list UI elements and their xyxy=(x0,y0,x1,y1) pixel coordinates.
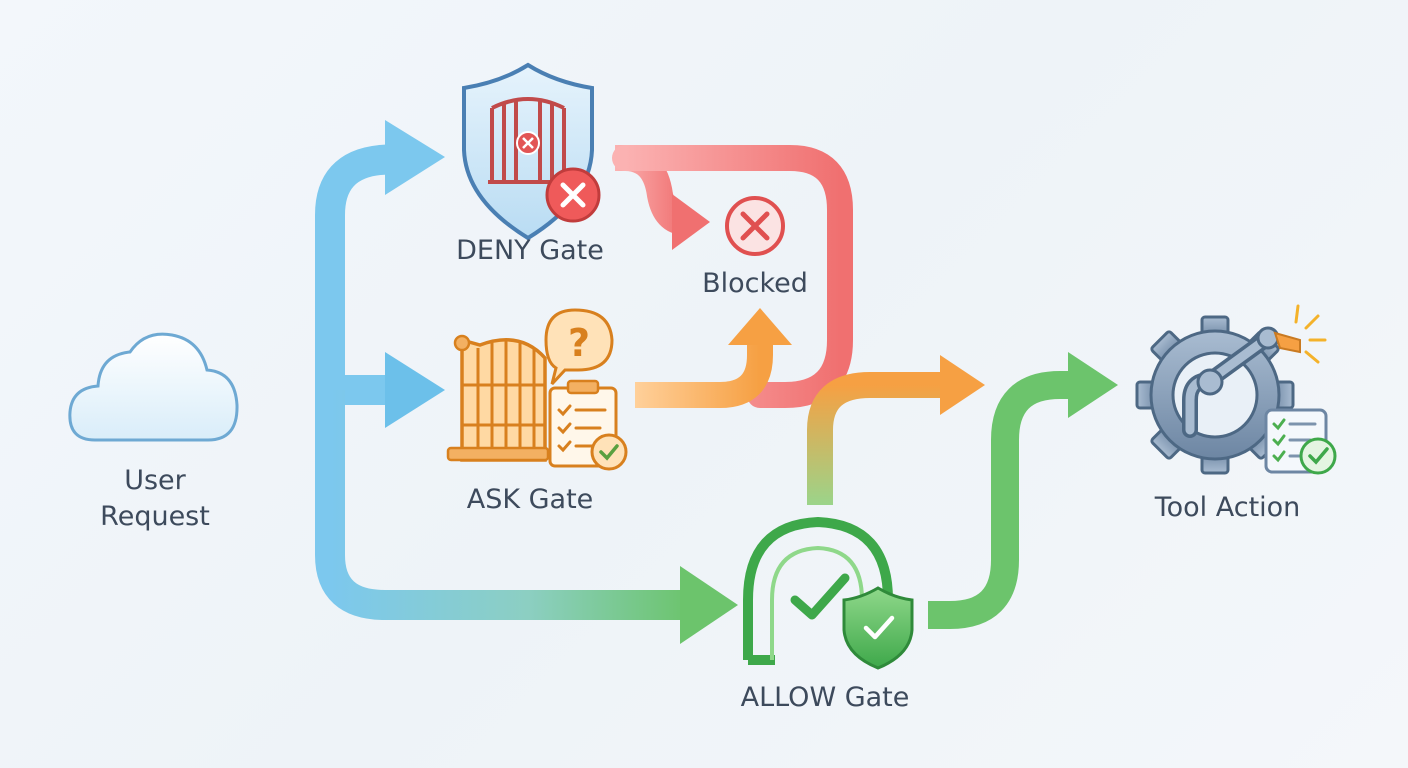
user-request-label-line1: User xyxy=(124,465,186,496)
cloud-icon xyxy=(68,332,239,442)
request-to-deny-arrow xyxy=(315,120,445,390)
shield-gate-x-icon xyxy=(462,62,601,241)
gear-robot-arm-icon xyxy=(1135,304,1337,475)
request-to-allow-arrow xyxy=(315,390,738,644)
ask-to-blocked-arrow xyxy=(635,308,792,408)
request-to-ask-arrow xyxy=(330,352,445,428)
user-request-label-line2: Request xyxy=(100,501,210,532)
user-request-label: User Request xyxy=(80,463,230,535)
allow-to-tool-arrow xyxy=(928,352,1118,629)
ask-gate-label: ASK Gate xyxy=(466,484,594,515)
allow-gate-label: ALLOW Gate xyxy=(740,682,910,713)
gate-question-clipboard-icon: ? xyxy=(446,308,628,471)
blocked-label: Blocked xyxy=(702,268,808,299)
tool-action-label: Tool Action xyxy=(1154,492,1301,523)
svg-text:?: ? xyxy=(568,321,590,365)
deny-loop-path xyxy=(612,145,853,408)
x-circle-icon xyxy=(725,196,785,256)
deny-gate-label: DENY Gate xyxy=(456,235,604,266)
ask-to-tool-arrow xyxy=(807,355,985,505)
arch-shield-check-icon xyxy=(743,516,914,670)
